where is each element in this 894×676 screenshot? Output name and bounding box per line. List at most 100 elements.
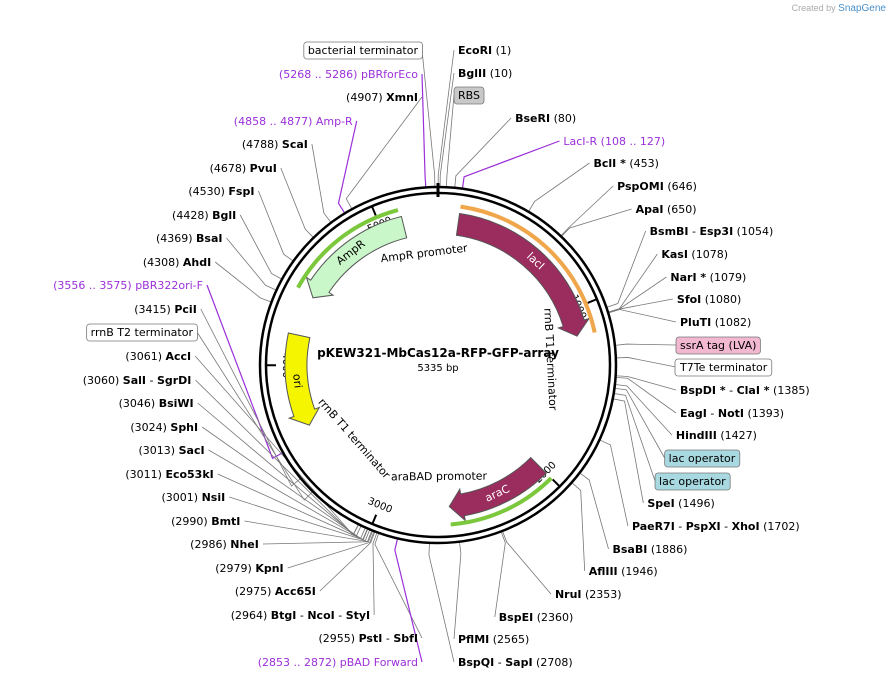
label-bsabi-1886: BsaBI (1886) <box>613 543 688 556</box>
label-part: - <box>707 407 718 420</box>
label-2979-kpni: (2979) KpnI <box>215 562 283 575</box>
label-2964-btgi-ncoi-styi: (2964) BtgI - NcoI - StyI <box>231 609 370 622</box>
tick-mark <box>551 478 560 487</box>
label-box <box>453 86 485 105</box>
leader-line <box>244 520 373 542</box>
label-part: XhoI <box>732 520 760 533</box>
leader-line <box>608 309 677 323</box>
label-box <box>675 336 761 355</box>
label-part: (5268 .. 5286) pBRforEco <box>279 68 418 81</box>
label-part: (646) <box>664 180 697 193</box>
label-part: BsmBI <box>650 225 689 238</box>
feature-arac <box>448 456 547 522</box>
leader-line <box>229 496 371 542</box>
label-t7te-terminator: T7Te terminator <box>679 361 768 374</box>
label-3011-eco53ki: (3011) Eco53kI <box>125 468 213 481</box>
label-part: - <box>726 384 737 397</box>
label-part: NarI * <box>670 271 706 284</box>
label-part: T7Te terminator <box>679 361 768 374</box>
label-ecori-1: EcoRI (1) <box>458 44 511 57</box>
label-part: (2565) <box>489 633 529 646</box>
label-4678-pvui: (4678) PvuI <box>210 162 277 175</box>
label-part: KasI <box>661 248 688 261</box>
label-pflmi-2565: PflMI (2565) <box>458 633 529 646</box>
label-part: BclI * <box>594 157 627 170</box>
label-part: (4530) <box>188 185 228 198</box>
label-part: NsiI <box>202 491 226 504</box>
label-part: (3001) <box>161 491 201 504</box>
label-part: (1080) <box>701 293 741 306</box>
label-part: (3013) <box>139 444 179 457</box>
label-lac-operator: lac operator <box>669 452 736 465</box>
brand-watermark: Created by SnapGene <box>792 3 886 14</box>
label-part: SphI <box>170 421 198 434</box>
leader-line <box>439 72 455 188</box>
label-part: (1946) <box>618 565 658 578</box>
leader-line <box>613 393 656 482</box>
leader-line <box>421 73 427 188</box>
leader-line <box>453 541 462 640</box>
label-part: - <box>675 520 686 533</box>
label-part: (2964) <box>231 609 271 622</box>
inner-label-arabad-promoter: araBAD promoter <box>391 470 488 484</box>
label-part: PspXI <box>686 520 721 533</box>
label-part: BsaBI <box>613 543 648 556</box>
label-nrui-2353: NruI (2353) <box>555 588 622 601</box>
label-laci-r-108-127: LacI-R (108 .. 127) <box>563 135 665 148</box>
leader-line <box>615 357 677 368</box>
leader-line <box>372 532 378 616</box>
label-part: (1082) <box>711 316 751 329</box>
label-part: AhdI <box>183 256 211 269</box>
leader-line <box>262 530 374 545</box>
label-part: (4678) <box>210 162 250 175</box>
label-3061-acci: (3061) AccI <box>125 350 191 363</box>
label-box <box>654 472 731 491</box>
tick-mark <box>371 206 377 216</box>
label-pluti-1082: PluTI (1082) <box>680 316 751 329</box>
leader-line <box>502 530 552 595</box>
label-part: lac operator <box>669 452 736 465</box>
tick-mark <box>587 298 597 304</box>
label-bsmbi-esp3i-1054: BsmBI - Esp3I (1054) <box>650 225 774 238</box>
label-4530-fspi: (4530) FspI <box>188 185 254 198</box>
leader-line <box>280 167 314 238</box>
label-part: BseRI <box>515 112 550 125</box>
leader-line <box>528 162 590 212</box>
label-3001-nsii: (3001) NsiI <box>161 491 225 504</box>
label-3415-pcii: (3415) PciI <box>134 303 197 316</box>
label-part: RBS <box>458 89 480 102</box>
label-part: BmtI <box>211 515 240 528</box>
label-2986-nhei: (2986) NheI <box>190 538 259 551</box>
leader-line <box>214 261 272 303</box>
leader-line <box>560 185 614 237</box>
label-part: PluTI <box>680 316 711 329</box>
label-part: ClaI * <box>737 384 770 397</box>
label-part: (2990) <box>171 515 211 528</box>
tick-label: 3000 <box>366 496 394 516</box>
leader-line <box>494 531 506 618</box>
label-part: SalI <box>123 374 146 387</box>
label-part: - <box>382 632 393 645</box>
label-4907-xmni: (4907) XmnI <box>346 91 418 104</box>
label-part: BsaI <box>196 232 222 245</box>
map-center: pKEW321-MbCas12a-RFP-GFP-array 5335 bp <box>317 346 559 374</box>
label-part: Acc65I <box>275 585 316 598</box>
label-part: Eco53kI <box>165 468 213 481</box>
label-bglii-10: BglII (10) <box>458 67 512 80</box>
label-part: (1385) <box>770 384 810 397</box>
label-part: AccI <box>165 350 191 363</box>
label-ssra-tag-lva: ssrA tag (LVA) <box>680 339 756 352</box>
label-box <box>303 41 423 60</box>
leader-line <box>445 94 455 188</box>
label-part: NotI <box>718 407 744 420</box>
leader-line <box>421 49 436 188</box>
label-4369-bsai: (4369) BsaI <box>156 232 223 245</box>
label-rbs: RBS <box>458 89 480 102</box>
label-afliii-1946: AflIII (1946) <box>589 565 658 578</box>
label-rrnb-t2-terminator: rrnB T2 terminator <box>91 326 194 339</box>
arac-highlight-arc <box>450 476 553 527</box>
label-part: NheI <box>230 538 259 551</box>
label-part: (2979) <box>215 562 255 575</box>
laci-highlight-arc <box>460 204 597 333</box>
label-part: (1054) <box>733 225 773 238</box>
